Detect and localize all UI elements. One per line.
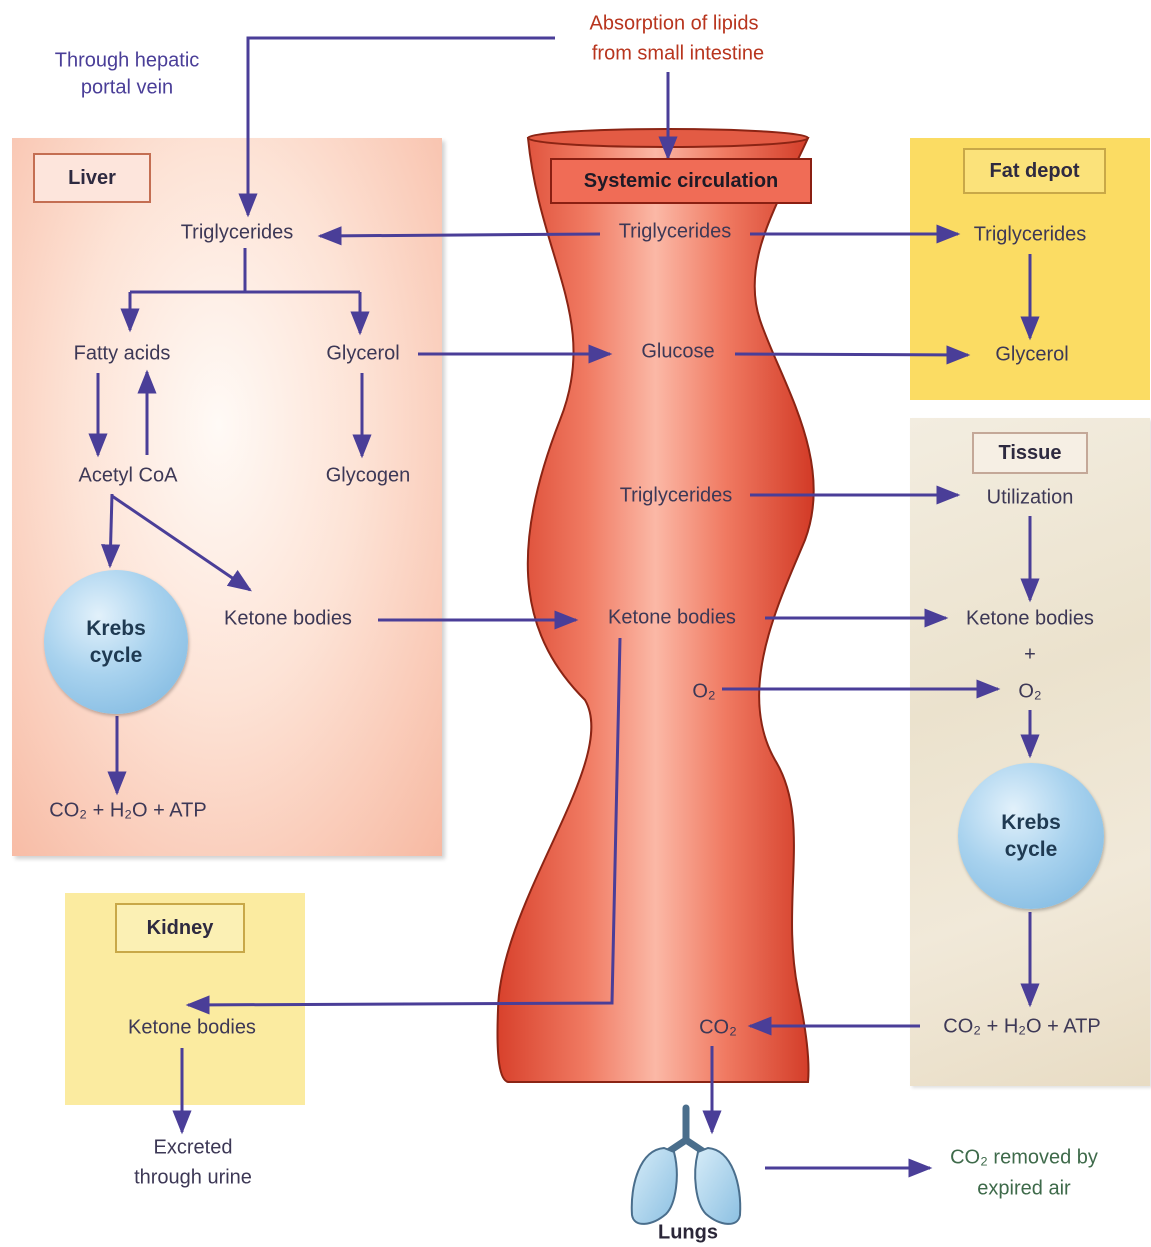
arrow-tg-split <box>130 248 360 292</box>
tissue-products: CO₂ + H₂O + ATP <box>943 1014 1100 1041</box>
systemic-ketone-bodies: Ketone bodies <box>608 605 736 632</box>
systemic-glucose: Glucose <box>641 339 714 366</box>
arrow-tg-to-liver <box>320 234 600 236</box>
kidney-ketone-bodies: Ketone bodies <box>128 1015 256 1042</box>
lungs-label: Lungs <box>658 1220 718 1247</box>
fat-depot-label: Fat depot <box>963 148 1106 194</box>
liver-label: Liver <box>33 153 151 203</box>
tissue-ketone-bodies: Ketone bodies <box>966 606 1094 633</box>
systemic-circulation-label: Systemic circulation <box>550 158 812 204</box>
systemic-triglycerides-top: Triglycerides <box>619 219 732 246</box>
kidney-label: Kidney <box>115 903 245 953</box>
fat-depot-triglycerides: Triglycerides <box>974 222 1087 249</box>
krebs-liver-line1: Krebs <box>86 617 146 640</box>
krebs-cycle-liver: Krebs cycle <box>44 570 188 714</box>
lungs-icon <box>632 1108 740 1224</box>
fat-depot-glycerol: Glycerol <box>995 342 1068 369</box>
liver-triglycerides: Triglycerides <box>181 220 294 247</box>
krebs-tissue-line1: Krebs <box>1001 811 1061 834</box>
systemic-triglycerides-mid: Triglycerides <box>620 483 733 510</box>
co2-removed-line2: expired air <box>977 1176 1070 1203</box>
krebs-cycle-tissue: Krebs cycle <box>958 763 1104 909</box>
systemic-o2: O₂ <box>692 679 715 706</box>
liver-products: CO₂ + H₂O + ATP <box>49 798 206 825</box>
arrow-glucose-to-fat-glycerol <box>735 354 968 355</box>
liver-glycerol: Glycerol <box>326 341 399 368</box>
absorption-line1: Absorption of lipids <box>590 11 759 38</box>
excreted-line2: through urine <box>134 1165 252 1192</box>
liver-ketone-bodies: Ketone bodies <box>224 606 352 633</box>
arrow-acetyl-coa-to-krebs <box>110 494 112 566</box>
liver-fatty-acids: Fatty acids <box>74 341 171 368</box>
systemic-co2: CO₂ <box>699 1015 737 1042</box>
tissue-label: Tissue <box>972 432 1088 474</box>
liver-glycogen: Glycogen <box>326 463 411 490</box>
excreted-line1: Excreted <box>154 1135 233 1162</box>
tissue-utilization: Utilization <box>987 485 1074 512</box>
arrow-portal-vein-to-liver <box>248 38 555 215</box>
krebs-tissue-line2: cycle <box>1005 838 1058 861</box>
tissue-o2: O₂ <box>1018 679 1041 706</box>
co2-removed-line1: CO₂ removed by <box>950 1145 1098 1172</box>
tissue-plus: + <box>1024 642 1036 669</box>
hepatic-portal-line2: portal vein <box>81 75 173 102</box>
krebs-liver-line2: cycle <box>90 644 143 667</box>
liver-acetyl-coa: Acetyl CoA <box>79 463 178 490</box>
hepatic-portal-line1: Through hepatic <box>55 48 200 75</box>
absorption-line2: from small intestine <box>592 41 764 68</box>
